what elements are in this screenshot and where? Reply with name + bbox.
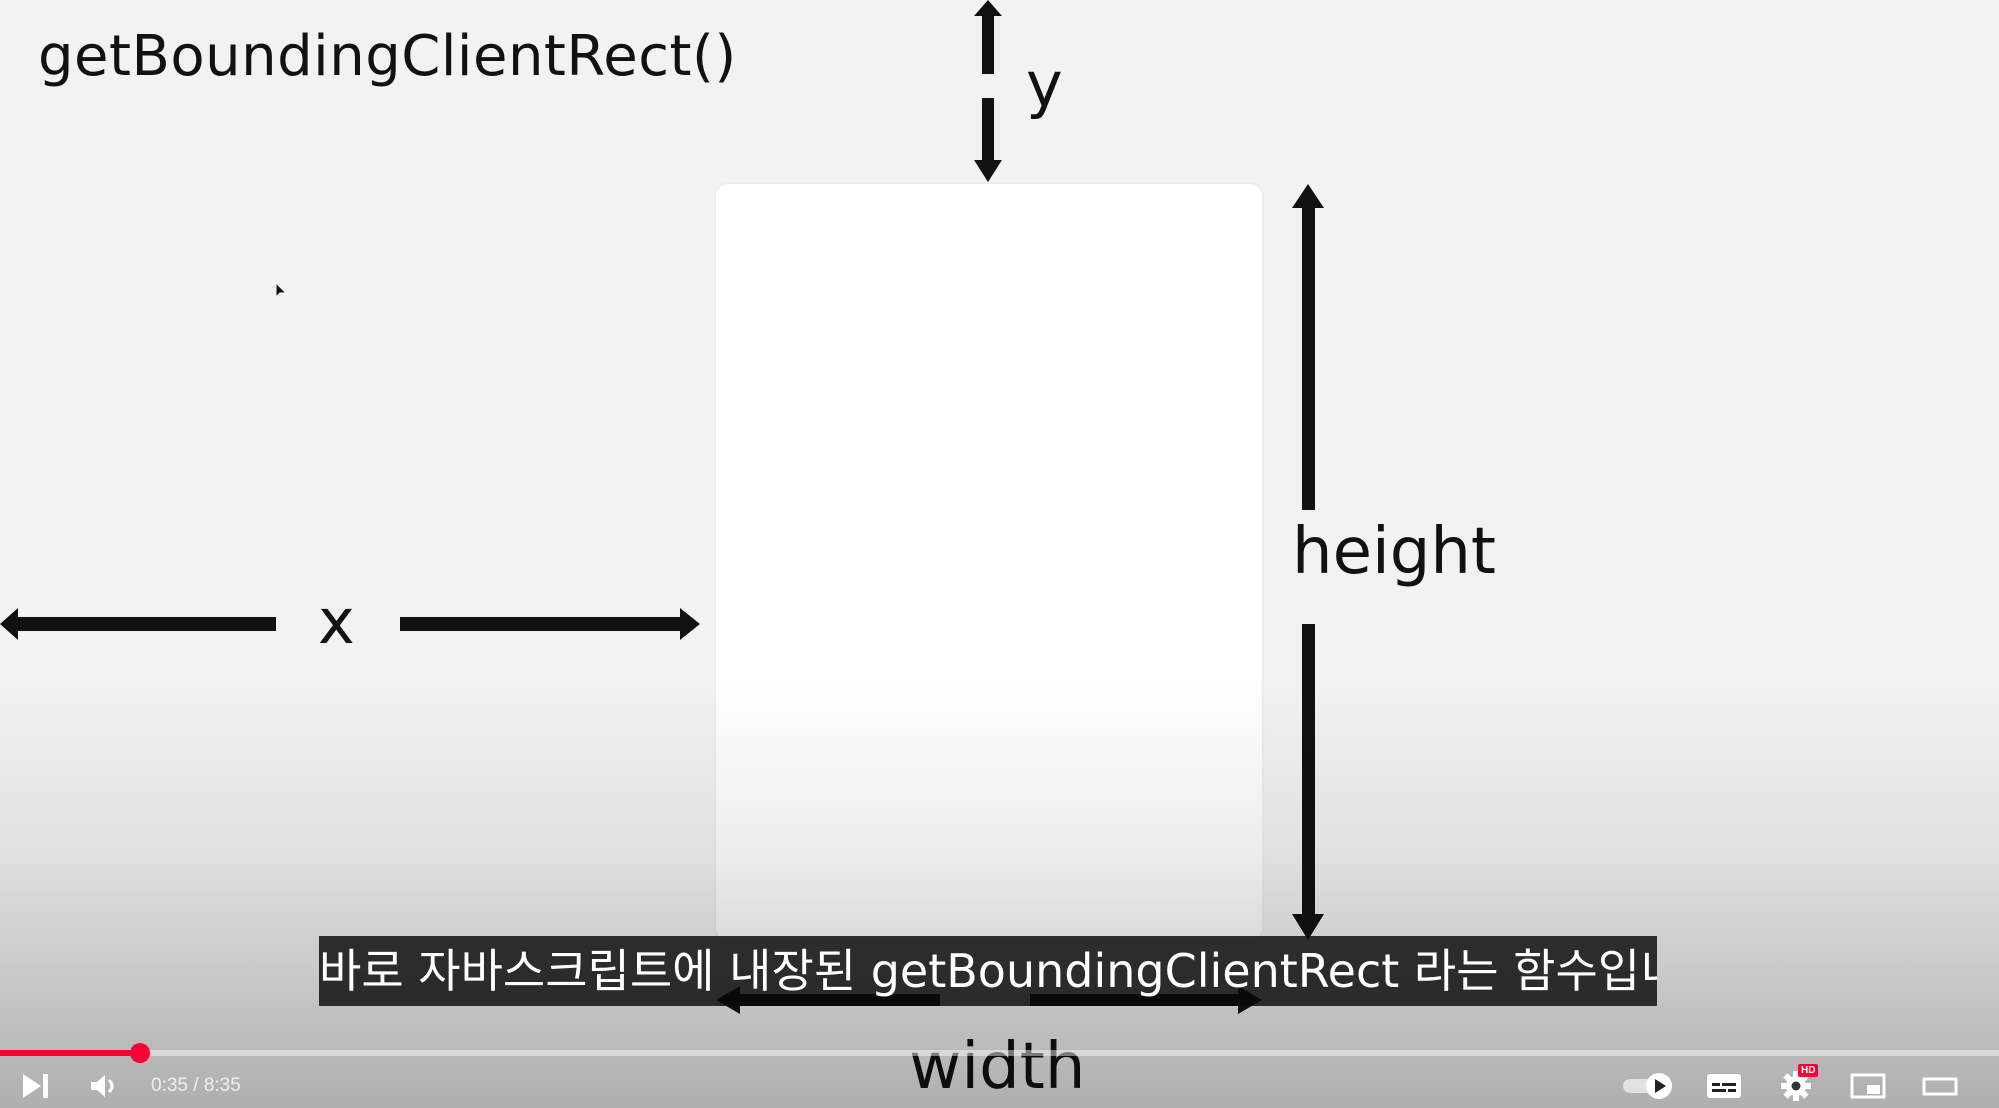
mouse-cursor-icon — [276, 283, 288, 298]
autoplay-toggle[interactable] — [1620, 1068, 1676, 1104]
subtitles-button[interactable] — [1704, 1068, 1744, 1104]
height-arrow-icon — [1292, 184, 1324, 940]
autoplay-toggle-icon — [1623, 1073, 1672, 1099]
subtitle-caption: 바로 자바스크립트에 내장된 getBoundingClientRect 라는 … — [319, 936, 1657, 1006]
miniplayer-button[interactable] — [1848, 1068, 1888, 1104]
theater-mode-button[interactable] — [1920, 1068, 1960, 1104]
y-label: y — [1026, 48, 1063, 121]
slide-title: getBoundingClientRect() — [38, 24, 737, 89]
next-button[interactable] — [18, 1068, 54, 1104]
scrubber-handle[interactable] — [130, 1043, 150, 1063]
progress-played — [0, 1050, 140, 1056]
next-icon — [23, 1074, 48, 1098]
x-label: x — [318, 585, 355, 658]
settings-button[interactable]: HD — [1776, 1064, 1819, 1104]
duration: 8:35 — [203, 1075, 241, 1096]
time-separator: / — [187, 1075, 204, 1096]
height-label: height — [1292, 515, 1496, 589]
theater-mode-icon — [1922, 1077, 1958, 1096]
width-label: width — [909, 1030, 1086, 1104]
hd-badge: HD — [1798, 1064, 1819, 1077]
y-arrow-icon — [974, 0, 1002, 182]
bounding-box — [716, 184, 1262, 940]
time-display: 0:35 / 8:35 — [151, 1070, 241, 1102]
control-bar: 0:35 / 8:35 — [0, 1064, 1999, 1108]
current-time: 0:35 — [151, 1075, 188, 1096]
mute-button[interactable] — [86, 1068, 122, 1104]
x-arrow-icon — [0, 608, 700, 640]
subtitles-icon — [1707, 1074, 1741, 1098]
volume-icon — [91, 1075, 114, 1097]
progress-bar[interactable] — [0, 1043, 1999, 1063]
miniplayer-icon — [1850, 1073, 1886, 1099]
